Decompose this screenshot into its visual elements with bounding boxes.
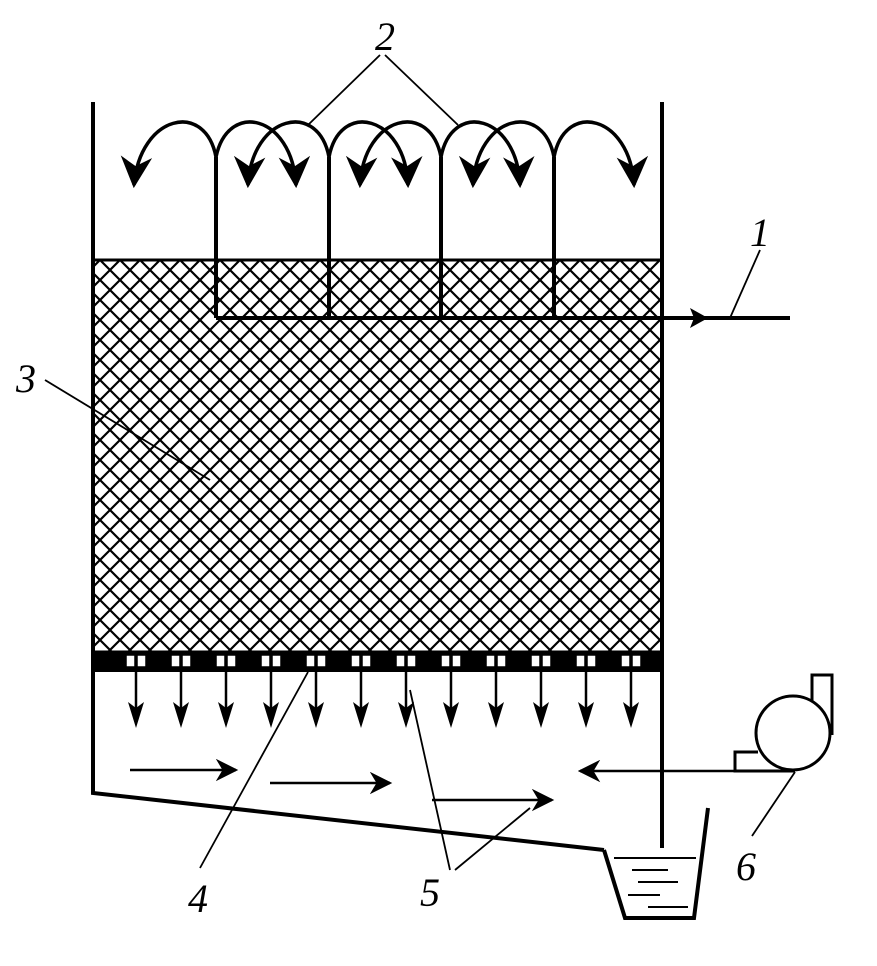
grate-hole [226, 654, 237, 668]
water-lines [614, 857, 696, 908]
drip-arrow-icon [353, 672, 369, 728]
grate-hole [170, 654, 181, 668]
label-1: 1 [750, 210, 770, 255]
grate-hole [631, 654, 642, 668]
grate-hole [496, 654, 507, 668]
drip-arrow-icon [443, 672, 459, 728]
blower-fan-icon [733, 673, 834, 773]
label-5: 5 [420, 870, 440, 915]
air-flow-arrows [130, 758, 735, 812]
grate-hole [305, 654, 316, 668]
label-3: 3 [15, 356, 36, 401]
support-grate [93, 652, 662, 672]
grate-hole [395, 654, 406, 668]
label-2: 2 [375, 14, 395, 59]
grate-hole [575, 654, 586, 668]
label-6: 6 [736, 844, 756, 889]
label-4: 4 [188, 876, 208, 921]
drip-arrow-icon [263, 672, 279, 728]
grate-hole [350, 654, 361, 668]
grate-hole [485, 654, 496, 668]
tank-walls [91, 102, 664, 852]
grate-hole [440, 654, 451, 668]
grate-hole [316, 654, 327, 668]
distribution-pipe [214, 157, 790, 328]
leader-lines [44, 54, 796, 871]
drip-arrow-icon [398, 672, 414, 728]
sump-tank [602, 807, 710, 920]
drip-arrow-icon [488, 672, 504, 728]
grate-hole [260, 654, 271, 668]
grate-hole [406, 654, 417, 668]
drip-arrow-icon [623, 672, 639, 728]
packing-media [91, 258, 664, 654]
drip-arrow-icon [578, 672, 594, 728]
grate-hole [125, 654, 136, 668]
grate-hole [181, 654, 192, 668]
grate-hole [361, 654, 372, 668]
grate-hole [541, 654, 552, 668]
drip-arrow-icon [128, 672, 144, 728]
drip-arrows [128, 672, 639, 728]
sprinkler-sprays [120, 120, 649, 189]
drip-arrow-icon [218, 672, 234, 728]
grate-hole [620, 654, 631, 668]
inlet-arrow-icon [690, 308, 708, 328]
grate-hole [215, 654, 226, 668]
drip-arrow-icon [533, 672, 549, 728]
grate-hole [271, 654, 282, 668]
drip-arrow-icon [308, 672, 324, 728]
grate-hole [586, 654, 597, 668]
drip-arrow-icon [173, 672, 189, 728]
grate-hole [530, 654, 541, 668]
grate-hole [136, 654, 147, 668]
grate-hole [451, 654, 462, 668]
